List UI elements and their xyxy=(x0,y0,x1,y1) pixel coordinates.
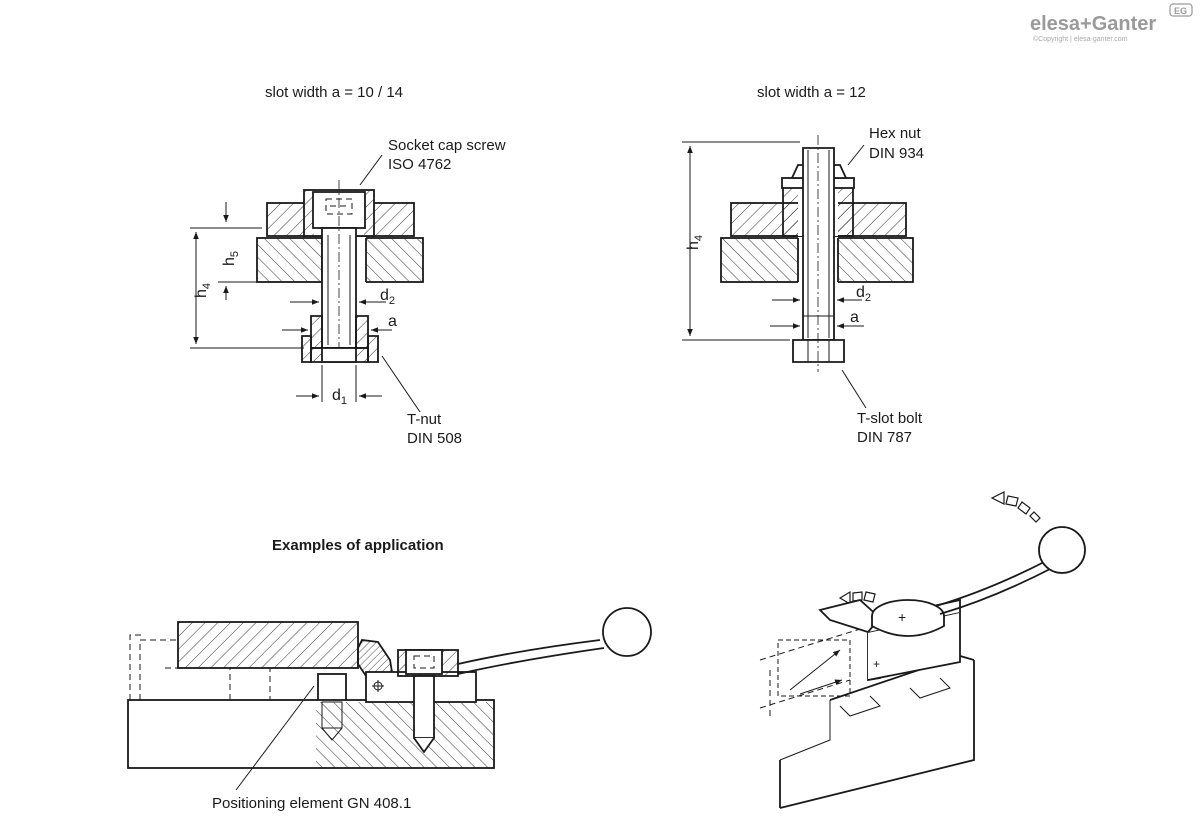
right-nut-label-2: DIN 934 xyxy=(869,145,924,162)
left-tnut-label-2: DIN 508 xyxy=(407,430,462,447)
lever-arm xyxy=(457,639,601,665)
svg-text:+: + xyxy=(898,609,906,625)
left-dimensions: h4 h5 d2 a d1 xyxy=(190,202,397,407)
bolt-leader xyxy=(841,369,867,409)
t-nut-left xyxy=(301,315,379,363)
right-title: slot width a = 12 xyxy=(757,84,866,101)
logo-badge-text: EG xyxy=(1174,6,1187,16)
left-dim-h5: h5 xyxy=(221,251,241,266)
left-tnut-label-1: T-nut xyxy=(407,411,442,428)
right-dim-a: a xyxy=(850,309,859,326)
logo-text: elesa+Ganter xyxy=(1030,13,1156,35)
isometric-example: + + xyxy=(759,491,1086,809)
screw-leader xyxy=(359,154,383,186)
brand-logo: elesa+Ganter ©Copyright | elesa-ganter.c… xyxy=(1030,3,1193,43)
left-screw-label-2: ISO 4762 xyxy=(388,156,451,173)
right-dim-d2: d2 xyxy=(856,284,871,304)
right-section-drawing: slot width a = 12 xyxy=(682,84,924,446)
left-dim-d2: d2 xyxy=(380,287,395,307)
nut-leader xyxy=(847,144,865,166)
t-slot-bolt xyxy=(792,135,845,372)
left-dim-d1: d1 xyxy=(332,387,347,407)
left-dim-a: a xyxy=(388,313,397,330)
left-dim-h4: h4 xyxy=(193,283,213,298)
logo-copyright: ©Copyright | elesa-ganter.com xyxy=(1033,35,1128,43)
application-example-section: Positioning element GN 408.1 xyxy=(127,607,652,812)
right-nut-label-1: Hex nut xyxy=(869,125,922,142)
svg-text:+: + xyxy=(873,657,880,671)
left-section-drawing: slot width a = 10 / 14 xyxy=(190,84,506,447)
left-screw-label-1: Socket cap screw xyxy=(388,137,506,154)
workpiece xyxy=(177,621,359,669)
right-dim-h4: h4 xyxy=(685,235,705,250)
positioning-element xyxy=(317,673,347,703)
logo-badge-icon xyxy=(1169,3,1193,17)
iso-lever-arm xyxy=(935,559,1049,607)
positioning-leader xyxy=(235,685,315,791)
socket-cap-screw xyxy=(312,180,366,360)
iso-lever-knob xyxy=(1038,526,1086,574)
clamp-screw xyxy=(413,675,435,739)
positioning-label: Positioning element GN 408.1 xyxy=(212,795,411,812)
right-dimensions: h4 d2 a xyxy=(682,141,871,341)
left-title: slot width a = 10 / 14 xyxy=(265,84,403,101)
right-bolt-label-2: DIN 787 xyxy=(857,429,912,446)
right-bolt-label-1: T-slot bolt xyxy=(857,410,923,427)
rotation-arrow-small-icon xyxy=(838,590,851,606)
lever-knob xyxy=(602,607,652,657)
application-heading: Examples of application xyxy=(272,537,444,554)
rotation-arrow-icon xyxy=(990,491,1005,505)
tnut-leader xyxy=(381,355,421,413)
